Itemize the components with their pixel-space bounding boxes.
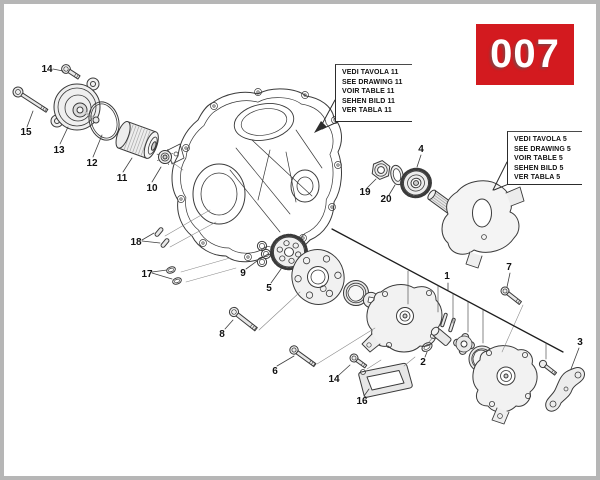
washer-20 <box>390 164 404 186</box>
bolt-15 <box>12 86 49 113</box>
part-label-13: 13 <box>53 145 65 156</box>
crank-gear-4 <box>400 167 432 199</box>
part-label-12: 12 <box>86 158 98 169</box>
filter-fitting-10 <box>156 148 173 165</box>
o-ring-12 <box>88 101 120 141</box>
callout-see-drawing-11: VEDI TAVOLA 11 SEE DRAWING 11 VOIR TABLE… <box>335 64 412 122</box>
pump-sprocket-5 <box>270 233 308 271</box>
part-label-15: 15 <box>20 127 32 138</box>
o-ring-2 <box>421 342 433 352</box>
oil-pump-body-right <box>472 345 538 425</box>
exploded-parts-diagram <box>12 64 585 425</box>
part-label-3: 3 <box>577 337 583 348</box>
bracket-3 <box>545 367 585 412</box>
pump-bolt-right <box>538 359 558 376</box>
pump-roller <box>430 326 452 346</box>
inner-rotor-b <box>453 333 475 355</box>
oil-pump-body-left <box>361 284 443 353</box>
part-label-16: 16 <box>356 396 368 407</box>
seal-rings-17 <box>166 266 182 285</box>
part-label-1: 1 <box>444 271 450 282</box>
group-1-line <box>331 228 564 360</box>
nut-19 <box>371 160 391 180</box>
part-label-18: 18 <box>130 237 142 248</box>
part-label-7: 7 <box>506 262 512 273</box>
part-label-14-top: 14 <box>41 64 53 75</box>
part-label-20: 20 <box>380 194 392 205</box>
bolt-7 <box>500 286 522 305</box>
part-label-8: 8 <box>219 329 225 340</box>
part-label-11: 11 <box>116 173 128 184</box>
bolt-6 <box>289 345 317 368</box>
screw-14-top <box>61 64 81 80</box>
crankcase-drawing <box>167 88 342 263</box>
part-label-2: 2 <box>420 357 426 368</box>
o-rings-9 <box>256 240 272 268</box>
oil-filter-11 <box>115 121 159 159</box>
gasket-frame-16 <box>358 362 413 398</box>
part-label-10: 10 <box>146 183 158 194</box>
part-label-14-bottom: 14 <box>328 374 340 385</box>
screw-14-bottom <box>349 353 368 369</box>
label-leaders <box>26 68 580 397</box>
crankshaft-web <box>441 180 525 269</box>
part-label-5: 5 <box>266 283 272 294</box>
part-label-17: 17 <box>141 269 153 280</box>
part-label-6: 6 <box>272 366 278 377</box>
dowel-pins-18 <box>154 227 170 248</box>
assembly-lines <box>164 161 524 370</box>
plate-number-badge: 007 <box>476 24 574 85</box>
part-label-4: 4 <box>418 144 424 155</box>
pump-pins <box>440 312 456 333</box>
part-label-19: 19 <box>359 187 371 198</box>
callout-see-drawing-5: VEDI TAVOLA 5 SEE DRAWING 5 VOIR TABLE 5… <box>507 131 582 185</box>
part-label-9: 9 <box>240 268 246 279</box>
bolt-8 <box>228 306 258 332</box>
outer-rotor-a <box>343 280 369 306</box>
water-pump-cover-13 <box>50 77 101 131</box>
pump-cover-plate <box>291 249 345 305</box>
